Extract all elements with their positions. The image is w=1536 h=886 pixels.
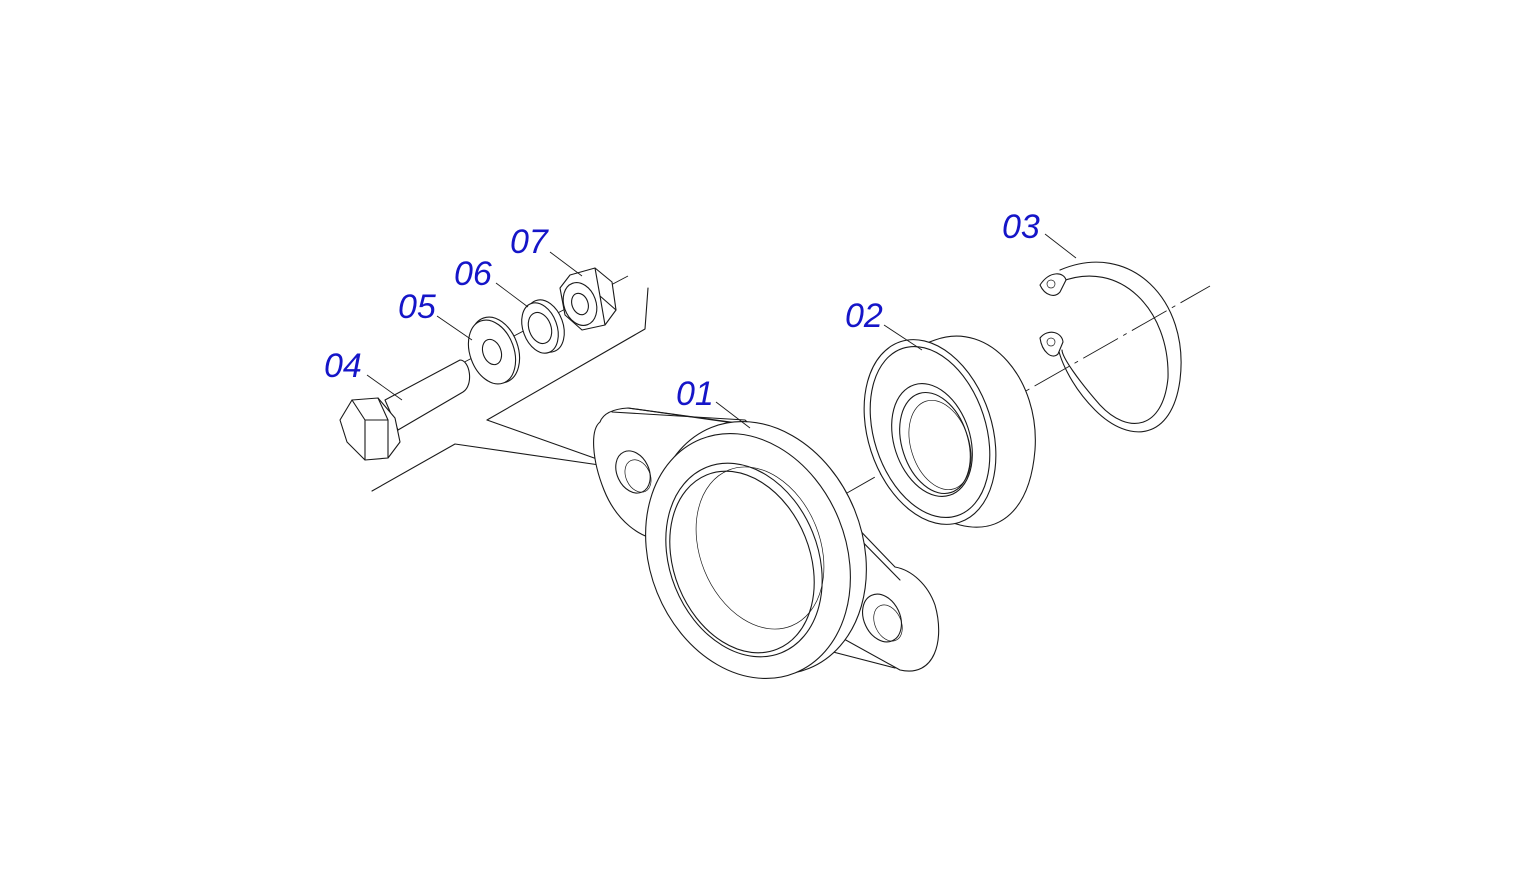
leader-07 (549, 251, 583, 277)
hex-nut-part (559, 267, 617, 331)
callout-01: 01 (676, 375, 714, 413)
callout-07: 07 (510, 223, 549, 261)
lock-washer-part (521, 299, 565, 354)
callout-05: 05 (398, 288, 436, 326)
callout-06: 06 (454, 255, 492, 293)
flange-housing-part (593, 407, 940, 680)
hex-bolt-part (339, 359, 471, 461)
callout-04: 04 (324, 347, 362, 385)
ball-bearing-part (863, 335, 1036, 528)
leader-lines (366, 233, 1077, 429)
leader-04 (366, 374, 403, 401)
callout-03: 03 (1002, 208, 1040, 246)
flat-washer-part (467, 316, 521, 385)
retaining-ring-part (1039, 261, 1182, 433)
leader-02 (883, 324, 923, 351)
leader-03 (1044, 233, 1077, 259)
callout-02: 02 (845, 297, 883, 335)
leader-05 (436, 315, 473, 341)
mounting-hole-right (862, 593, 902, 643)
leader-06 (495, 282, 529, 308)
leader-01 (715, 401, 751, 429)
